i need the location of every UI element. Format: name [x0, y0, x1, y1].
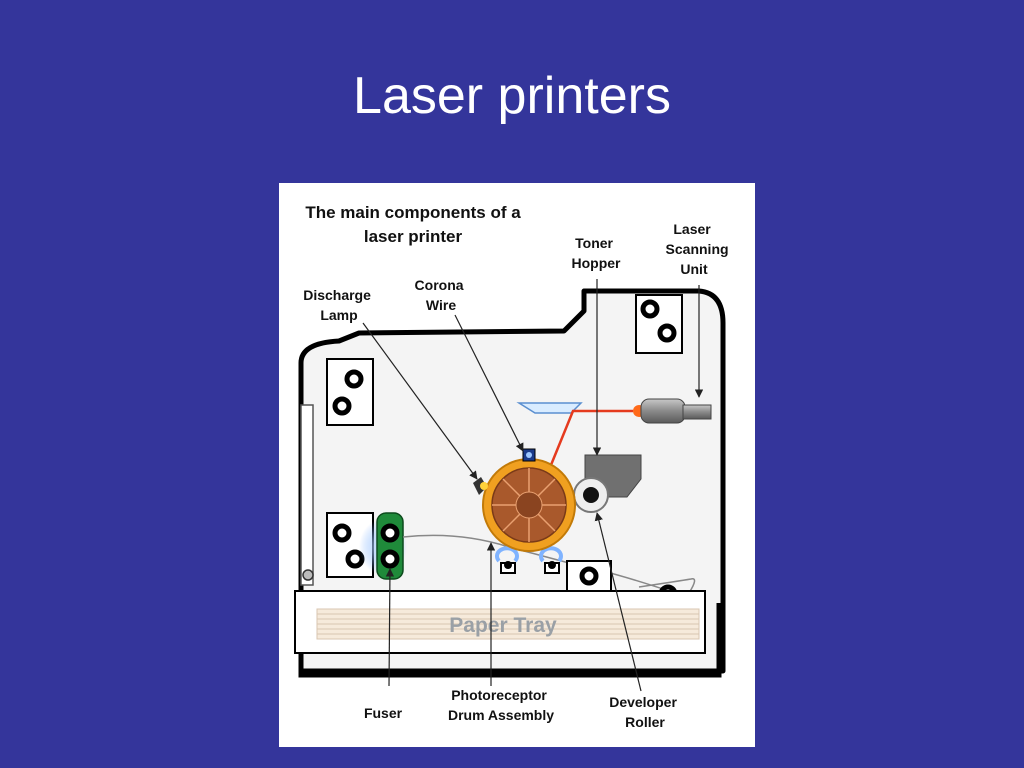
paper-stack [316, 608, 700, 640]
figure-heading-line2: laser printer [364, 227, 463, 246]
paper-path [402, 534, 670, 592]
arrow-corona-wire [454, 314, 524, 452]
diagram-canvas: The main components of a laser printer [294, 203, 733, 730]
printer-base [298, 603, 722, 678]
photoreceptor-drum [482, 458, 576, 552]
corona-wire-core [526, 452, 532, 458]
label-toner-hopper: Toner Hopper [572, 235, 622, 271]
label-discharge-lamp: Discharge Lamp [303, 287, 375, 323]
paper-tray-label: Paper Tray [449, 614, 557, 637]
developer-roller-core [583, 487, 599, 503]
transfer-glow-right [539, 546, 563, 563]
upper-left-roller-2 [332, 396, 352, 416]
transfer-roller-left-hub [504, 561, 512, 569]
arrow-discharge-lamp [362, 322, 478, 480]
slide-title: Laser printers [353, 67, 671, 125]
laser-printer-diagram: The main components of a laser printer [279, 183, 755, 747]
lower-left-roller-1 [332, 523, 352, 543]
label-laser-scanning-unit: Laser Scanning Unit [666, 221, 733, 277]
transfer-glow-left [495, 546, 519, 563]
upper-left-roller-box [326, 358, 374, 426]
left-wall-screw [302, 569, 314, 581]
label-developer-roller: Developer Roller [609, 694, 681, 730]
upper-left-roller-1 [344, 369, 364, 389]
discharge-lamp-glow [480, 482, 488, 490]
leader-lines [362, 279, 704, 692]
figure-heading-line1: The main components of a [305, 203, 521, 222]
output-roller-bottom [657, 323, 677, 343]
label-fuser: Fuser [364, 705, 403, 721]
arrow-developer-roller [594, 512, 642, 692]
exit-roller [579, 566, 599, 586]
fuser-roller-top [380, 523, 400, 543]
arrow-fuser [385, 568, 395, 687]
laser-scanning-unit [633, 398, 712, 424]
left-wall-panel [300, 404, 314, 586]
paper-path-return [638, 578, 696, 594]
label-photoreceptor-drum: Photoreceptor Drum Assembly [448, 687, 554, 723]
output-roller-top [640, 299, 660, 319]
transfer-roller-right-hub [548, 561, 556, 569]
label-corona-wire: Corona Wire [415, 277, 468, 313]
fuser-roller-bottom [380, 549, 400, 569]
